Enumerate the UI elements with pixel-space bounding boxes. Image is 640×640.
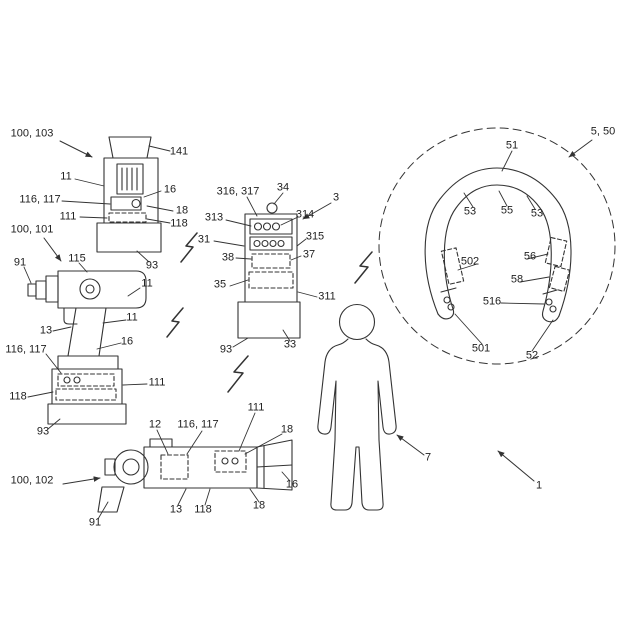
leader-lines	[23, 145, 554, 520]
lightning-icon	[354, 251, 373, 284]
tool-103-drawing	[96, 136, 162, 253]
person-drawing	[317, 303, 397, 511]
lightning-icon	[227, 355, 249, 393]
device-3-drawing	[237, 202, 301, 339]
lightning-icon	[180, 232, 198, 263]
drill-101-drawing	[27, 270, 147, 425]
tool-102-drawing	[97, 438, 293, 513]
reference-arrows	[43, 139, 593, 485]
wireless-signal-icons	[166, 232, 373, 393]
lightning-icon	[166, 307, 184, 338]
neckband-50-drawing	[378, 127, 616, 365]
